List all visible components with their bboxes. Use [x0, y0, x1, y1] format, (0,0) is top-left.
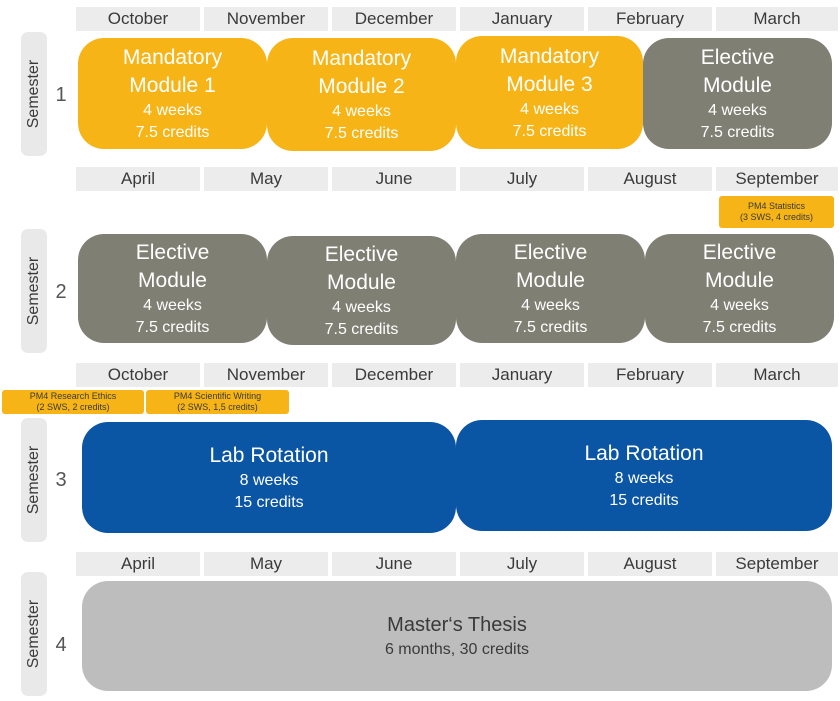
module-title: Elective — [513, 240, 588, 264]
module-title: Elective — [135, 240, 210, 264]
module-duration: 8 weeks — [239, 471, 299, 489]
month-label: May — [204, 167, 328, 191]
mandatory-module-3: Mandatory Module 3 4 weeks 7.5 credits — [456, 36, 643, 149]
tag-title: PM4 Research Ethics — [29, 391, 117, 401]
semester-tab-1: Semester — [21, 32, 47, 156]
semester-label: Semester — [25, 256, 42, 326]
module-title: Module — [327, 270, 396, 294]
module-duration: 4 weeks — [708, 101, 767, 119]
elective-module: Elective Module 4 weeks 7.5 credits — [643, 38, 832, 149]
lab-rotation-1: Lab Rotation 8 weeks 15 credits — [82, 422, 456, 533]
module-title: Mandatory — [122, 45, 223, 69]
module-title: Lab Rotation — [584, 441, 704, 465]
month-label: December — [332, 363, 456, 387]
module-duration: 4 weeks — [143, 101, 202, 119]
module-title: Lab Rotation — [209, 443, 329, 467]
module-title: Master‘s Thesis — [387, 614, 527, 636]
month-label: July — [460, 552, 584, 576]
module-credits: 7.5 credits — [135, 123, 210, 141]
pm4-statistics-tag: PM4 Statistics (3 SWS, 4 credits) — [719, 196, 834, 228]
module-credits: 15 credits — [609, 491, 679, 509]
tag-title: PM4 Scientific Writing — [173, 391, 262, 401]
module-details: 6 months, 30 credits — [384, 641, 530, 658]
month-label: April — [76, 552, 200, 576]
semester-tab-3: Semester — [21, 418, 47, 542]
module-title: Module — [703, 73, 772, 97]
module-duration: 4 weeks — [710, 296, 769, 314]
module-credits: 7.5 credits — [135, 318, 210, 336]
module-credits: 15 credits — [234, 493, 304, 511]
mandatory-module-2: Mandatory Module 2 4 weeks 7.5 credits — [267, 38, 456, 151]
semester-number-3: 3 — [55, 469, 67, 491]
module-title: Module 3 — [506, 72, 593, 96]
module-duration: 4 weeks — [521, 296, 580, 314]
semester-number-4: 4 — [55, 634, 67, 656]
semester-label: Semester — [25, 599, 42, 669]
module-duration: 4 weeks — [332, 102, 391, 120]
month-label: May — [204, 552, 328, 576]
elective-module: Elective Module 4 weeks 7.5 credits — [78, 234, 267, 343]
module-title: Module — [705, 268, 774, 292]
month-label: July — [460, 167, 584, 191]
pm4-research-ethics-tag: PM4 Research Ethics (2 SWS, 2 credits) — [2, 390, 144, 414]
semester-label: Semester — [25, 445, 42, 515]
module-title: Module 1 — [129, 73, 216, 97]
tag-detail: (2 SWS, 2 credits) — [36, 402, 110, 412]
elective-module: Elective Module 4 weeks 7.5 credits — [645, 234, 834, 343]
pm4-scientific-writing-tag: PM4 Scientific Writing (2 SWS, 1,5 credi… — [146, 390, 289, 414]
month-label: February — [588, 7, 712, 31]
module-credits: 7.5 credits — [512, 122, 587, 140]
elective-module: Elective Module 4 weeks 7.5 credits — [267, 236, 456, 345]
month-label: August — [588, 167, 712, 191]
module-title: Elective — [702, 240, 777, 264]
module-title: Mandatory — [499, 44, 600, 68]
month-label: October — [76, 7, 200, 31]
semester-tab-2: Semester — [21, 229, 47, 353]
module-duration: 4 weeks — [143, 296, 202, 314]
module-title: Mandatory — [311, 46, 412, 70]
semester-tab-4: Semester — [21, 572, 47, 696]
semester-label: Semester — [25, 59, 42, 129]
month-label: December — [332, 7, 456, 31]
month-label: March — [716, 7, 838, 31]
module-credits: 7.5 credits — [702, 318, 777, 336]
semester-number-1: 1 — [55, 84, 67, 106]
elective-module: Elective Module 4 weeks 7.5 credits — [456, 234, 645, 343]
semester-number-2: 2 — [55, 281, 67, 303]
month-label: September — [716, 552, 838, 576]
month-label: November — [204, 363, 328, 387]
tag-title: PM4 Statistics — [747, 201, 805, 211]
month-label: March — [716, 363, 838, 387]
module-title: Module — [516, 268, 585, 292]
module-duration: 8 weeks — [614, 469, 674, 487]
module-title: Module 2 — [318, 74, 405, 98]
module-duration: 4 weeks — [332, 298, 391, 316]
lab-rotation-2: Lab Rotation 8 weeks 15 credits — [456, 420, 832, 531]
month-label: January — [460, 7, 584, 31]
tag-detail: (3 SWS, 4 credits) — [739, 212, 813, 222]
month-label: November — [204, 7, 328, 31]
month-label: June — [332, 552, 456, 576]
module-credits: 7.5 credits — [513, 318, 588, 336]
module-credits: 7.5 credits — [324, 320, 399, 338]
mandatory-module-1: Mandatory Module 1 4 weeks 7.5 credits — [78, 38, 267, 149]
month-label: September — [716, 167, 838, 191]
month-label: February — [588, 363, 712, 387]
module-title: Elective — [324, 242, 399, 266]
tag-detail: (2 SWS, 1,5 credits) — [177, 402, 258, 412]
month-label: October — [76, 363, 200, 387]
month-label: August — [588, 552, 712, 576]
masters-thesis: Master‘s Thesis 6 months, 30 credits — [82, 581, 832, 691]
module-title: Elective — [700, 45, 775, 69]
module-duration: 4 weeks — [520, 100, 579, 118]
month-label: January — [460, 363, 584, 387]
month-label: April — [76, 167, 200, 191]
module-credits: 7.5 credits — [700, 123, 775, 141]
module-title: Module — [138, 268, 207, 292]
module-credits: 7.5 credits — [324, 124, 399, 142]
month-label: June — [332, 167, 456, 191]
